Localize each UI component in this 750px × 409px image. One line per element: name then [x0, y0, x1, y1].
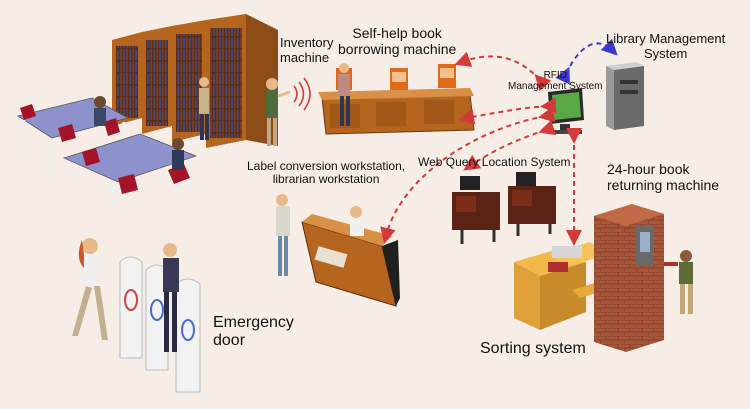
connection-links	[380, 38, 618, 246]
brick-wall	[594, 204, 693, 352]
rfid-computer	[548, 88, 584, 134]
borrowing-counter	[318, 63, 475, 135]
label-sorting-system: Sorting system	[480, 340, 586, 357]
security-gates	[72, 238, 201, 393]
label-label-conversion: Label conversion workstation,librarian w…	[247, 159, 406, 187]
library-server	[606, 62, 644, 130]
librarian-desk	[276, 194, 400, 307]
label-web-query: Web Query Location System	[418, 155, 571, 169]
query-terminals	[452, 172, 556, 244]
inventory-person	[199, 77, 311, 146]
bookshelves	[112, 14, 278, 148]
reading-tables	[17, 96, 198, 222]
